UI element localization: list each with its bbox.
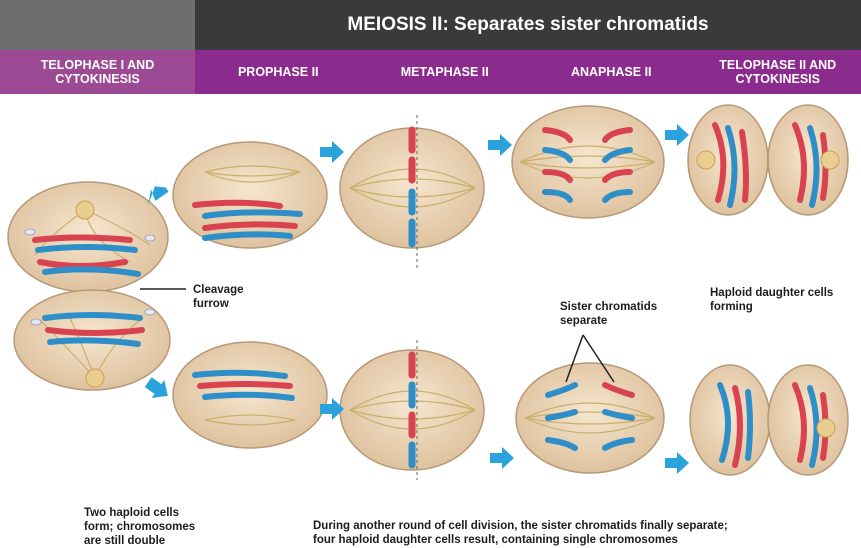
phase-telophase-2: TELOPHASE II AND CYTOKINESIS bbox=[695, 50, 861, 94]
phase-metaphase-2: METAPHASE II bbox=[362, 50, 529, 94]
anaphase-2-cell-top bbox=[512, 106, 664, 218]
header-spacer bbox=[0, 0, 195, 50]
prophase-2-cell-top bbox=[173, 142, 327, 248]
prophase-2-cell-bottom bbox=[173, 342, 327, 448]
phase-telophase-1: TELOPHASE I AND CYTOKINESIS bbox=[0, 50, 195, 94]
label-two-haploid: Two haploid cells form; chromosomes are … bbox=[84, 506, 195, 548]
caption-bottom: During another round of cell division, t… bbox=[313, 519, 728, 547]
telophase-2-cells-bottom bbox=[690, 365, 848, 475]
telophase-1-cell bbox=[8, 182, 170, 390]
phase-bar: TELOPHASE I AND CYTOKINESIS PROPHASE II … bbox=[0, 50, 861, 94]
arrow-icon bbox=[488, 134, 512, 156]
arrow-icon bbox=[665, 452, 689, 474]
cell-illustration bbox=[0, 94, 861, 546]
metaphase-2-cell-bottom bbox=[340, 340, 484, 480]
phase-group-meiosis-2: PROPHASE II METAPHASE II ANAPHASE II TEL… bbox=[195, 50, 861, 94]
telophase-2-cells-top bbox=[688, 105, 848, 215]
anaphase-2-cell-bottom bbox=[516, 363, 664, 473]
arrow-icon bbox=[665, 124, 689, 146]
label-sister-chromatids: Sister chromatids separate bbox=[560, 300, 657, 328]
label-haploid-forming: Haploid daughter cells forming bbox=[710, 286, 833, 314]
phase-prophase-2: PROPHASE II bbox=[195, 50, 362, 94]
header-title: MEIOSIS II: Separates sister chromatids bbox=[195, 0, 861, 50]
metaphase-2-cell-top bbox=[340, 115, 484, 270]
arrow-icon bbox=[320, 141, 344, 163]
arrow-icon bbox=[142, 373, 174, 405]
phase-anaphase-2: ANAPHASE II bbox=[528, 50, 695, 94]
label-cleavage-furrow: Cleavage furrow bbox=[193, 283, 244, 311]
arrow-icon bbox=[490, 447, 514, 469]
